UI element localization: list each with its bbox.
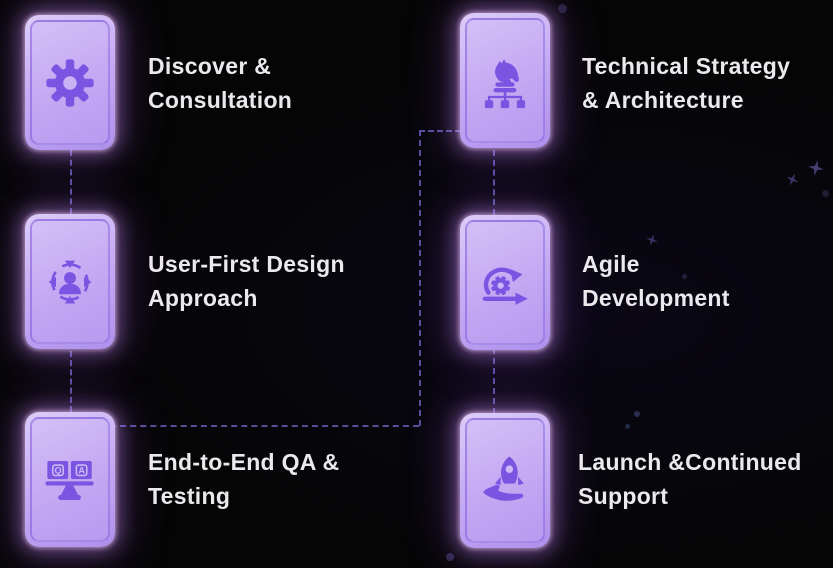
step-card-agile: [460, 215, 550, 350]
connector-z-vertical: [419, 130, 421, 426]
step-card-qa: Q A: [25, 412, 115, 547]
step-card-design: [25, 214, 115, 349]
step-label-launch: Launch &Continued Support: [578, 449, 802, 509]
step-label-technical: Technical Strategy & Architecture: [582, 53, 791, 113]
dot-decoration: [682, 274, 687, 279]
gear-icon: [46, 58, 94, 107]
sparkle-icon: [807, 159, 826, 178]
agile-sprint-icon: [482, 267, 528, 305]
qa-dual-monitor-icon: Q A: [45, 460, 94, 500]
connector-right-2: [493, 348, 495, 414]
connector-z-bottom: [110, 425, 419, 427]
dot-decoration: [446, 553, 454, 561]
svg-text:Q: Q: [55, 465, 62, 475]
step-label-qa: End-to-End QA & Testing: [148, 449, 340, 509]
step-card-launch: [460, 413, 550, 548]
sparkle-icon: [644, 232, 659, 247]
dot-decoration: [625, 424, 630, 429]
connector-left-2: [70, 351, 72, 412]
step-card-technical: [460, 13, 550, 148]
dot-decoration: [634, 411, 640, 417]
rocket-in-hand-icon: [483, 456, 524, 501]
dot-decoration: [558, 4, 567, 13]
dot-decoration: [822, 190, 829, 197]
connector-right-1: [493, 150, 495, 215]
step-label-discover: Discover & Consultation: [148, 53, 293, 113]
connector-left-1: [70, 150, 72, 214]
user-centered-icon: [48, 260, 92, 303]
step-label-design: User-First Design Approach: [148, 251, 345, 311]
connector-z-top: [419, 130, 461, 132]
svg-text:A: A: [78, 465, 85, 475]
chess-knight-architecture-icon: [484, 58, 526, 108]
sparkle-icon: [784, 171, 801, 188]
step-card-discover: [25, 15, 115, 150]
step-label-agile: Agile Development: [582, 251, 730, 311]
